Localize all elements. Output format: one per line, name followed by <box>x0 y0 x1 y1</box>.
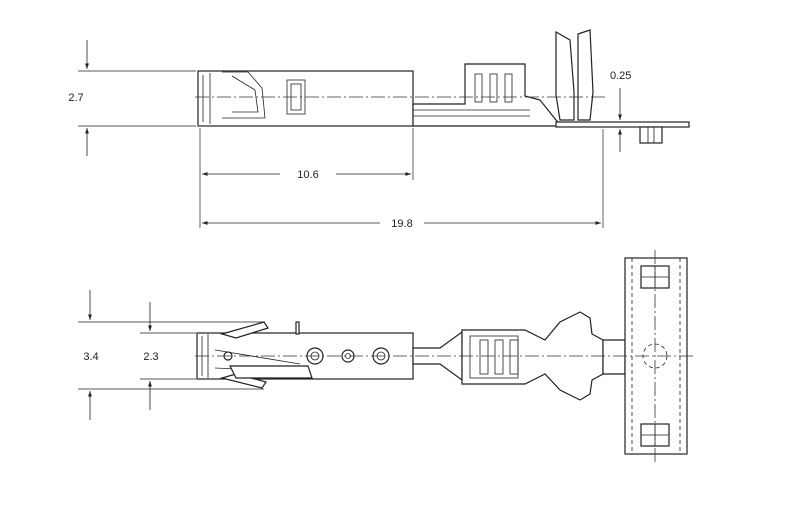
plan-view-slot-3 <box>509 339 519 375</box>
side-view-spring <box>222 71 266 119</box>
plan-view-spring-bottom <box>219 373 267 389</box>
side-view-body <box>197 70 414 127</box>
side-view-wing-left <box>555 30 575 121</box>
dim-width-inner: 2.3 <box>143 351 158 363</box>
side-view-slot-1 <box>474 73 483 103</box>
side-view-crimp-area <box>412 63 564 127</box>
side-view: 2.7 0.25 10.6 19.8 <box>68 29 690 230</box>
plan-view: 3.4 2.3 <box>78 250 695 462</box>
dim-height-top: 2.7 <box>68 92 83 104</box>
plan-view-spring-top <box>219 321 269 339</box>
side-view-carrier-strip <box>555 121 690 128</box>
side-view-wing-right <box>577 29 594 121</box>
plan-view-slot-2 <box>494 339 504 375</box>
side-view-tab <box>639 126 663 144</box>
side-view-slot-3 <box>504 73 513 103</box>
plan-view-slot-1 <box>479 339 489 375</box>
dim-length-front: 10.6 <box>297 169 318 181</box>
dim-width-outer: 3.4 <box>83 351 98 363</box>
side-view-slot-2 <box>489 73 498 103</box>
dim-length-total: 19.8 <box>391 218 412 230</box>
dim-thickness: 0.25 <box>610 70 631 82</box>
